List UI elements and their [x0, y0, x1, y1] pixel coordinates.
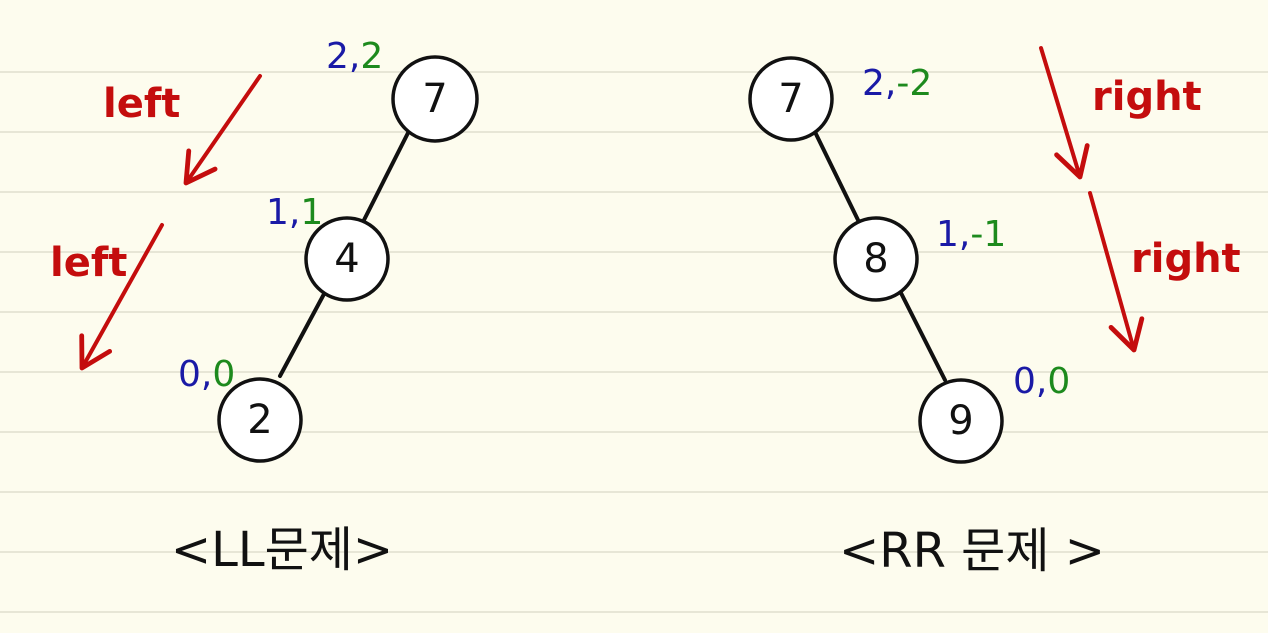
ll-height-4-right: 1	[300, 192, 323, 233]
ll-height-label-2: 0,0	[178, 354, 235, 395]
ll-height-2-sep: ,	[201, 354, 212, 395]
rr-height-7-right: -2	[896, 63, 932, 104]
rr-height-8-right: -1	[970, 214, 1006, 255]
rr-height-8-sep: ,	[959, 214, 970, 255]
ll-node-4-circle	[304, 216, 390, 302]
rr-node-7-value: 7	[778, 76, 803, 122]
ll-height-2-right: 0	[212, 354, 235, 395]
ll-node-4-value: 4	[334, 236, 359, 282]
rr-height-9-sep: ,	[1036, 361, 1047, 402]
rr-height-label-9: 0,0	[1013, 361, 1070, 402]
rr-node-9: 9	[918, 378, 1004, 464]
ll-node-4: 4	[304, 216, 390, 302]
rr-height-7-sep: ,	[885, 63, 896, 104]
ll-height-7-right: 2	[360, 36, 383, 77]
ll-height-label-7: 2,2	[326, 36, 383, 77]
rr-node-8: 8	[833, 216, 919, 302]
ll-caption: <LL문제>	[171, 522, 393, 578]
rr-arrow-label-2: right	[1131, 236, 1241, 282]
rr-arrow-2	[1088, 191, 1145, 353]
rr-node-9-circle	[918, 378, 1004, 464]
rr-height-label-7: 2,-2	[862, 63, 932, 104]
ll-arrow-1	[183, 74, 262, 186]
ll-node-7-value: 7	[422, 76, 447, 122]
rr-height-8-left: 1	[936, 214, 959, 255]
rr-arrow-1	[1039, 46, 1090, 180]
rr-height-label-8: 1,-1	[936, 214, 1006, 255]
rr-tree: 7 8 9 2,-2 1,-1 0,0 right right <RR 문제 >	[748, 46, 1241, 579]
rr-node-8-circle	[833, 216, 919, 302]
rr-height-9-right: 0	[1047, 361, 1070, 402]
rr-height-9-left: 0	[1013, 361, 1036, 402]
ll-node-2-value: 2	[247, 397, 272, 443]
ll-node-7: 7	[391, 55, 479, 143]
ll-node-7-circle	[391, 55, 479, 143]
rr-arrow-label-1: right	[1092, 74, 1202, 120]
ll-height-4-left: 1	[266, 192, 289, 233]
ll-node-2-circle	[217, 377, 303, 463]
ll-arrow-label-2: left	[50, 240, 127, 286]
ll-height-7-sep: ,	[349, 36, 360, 77]
rr-height-7-left: 2	[862, 63, 885, 104]
rr-node-7: 7	[748, 56, 834, 142]
ll-height-2-left: 0	[178, 354, 201, 395]
ll-node-2: 2	[217, 377, 303, 463]
rr-edge-7-8	[813, 130, 860, 222]
ll-tree: 7 4 2 2,2 1,1 0,0 left left <LL문제>	[50, 36, 479, 578]
rr-node-9-value: 9	[948, 398, 973, 444]
rr-node-8-value: 8	[863, 236, 888, 282]
rr-caption: <RR 문제 >	[839, 523, 1105, 579]
ll-height-label-4: 1,1	[266, 192, 323, 233]
ll-arrow-2	[79, 223, 164, 371]
ll-edge-7-4	[362, 125, 413, 222]
ll-edge-4-2	[278, 292, 326, 378]
ll-arrow-label-1: left	[103, 81, 180, 127]
rr-node-7-circle	[748, 56, 834, 142]
ll-height-7-left: 2	[326, 36, 349, 77]
ll-height-4-sep: ,	[289, 192, 300, 233]
rr-edge-8-9	[899, 291, 947, 382]
